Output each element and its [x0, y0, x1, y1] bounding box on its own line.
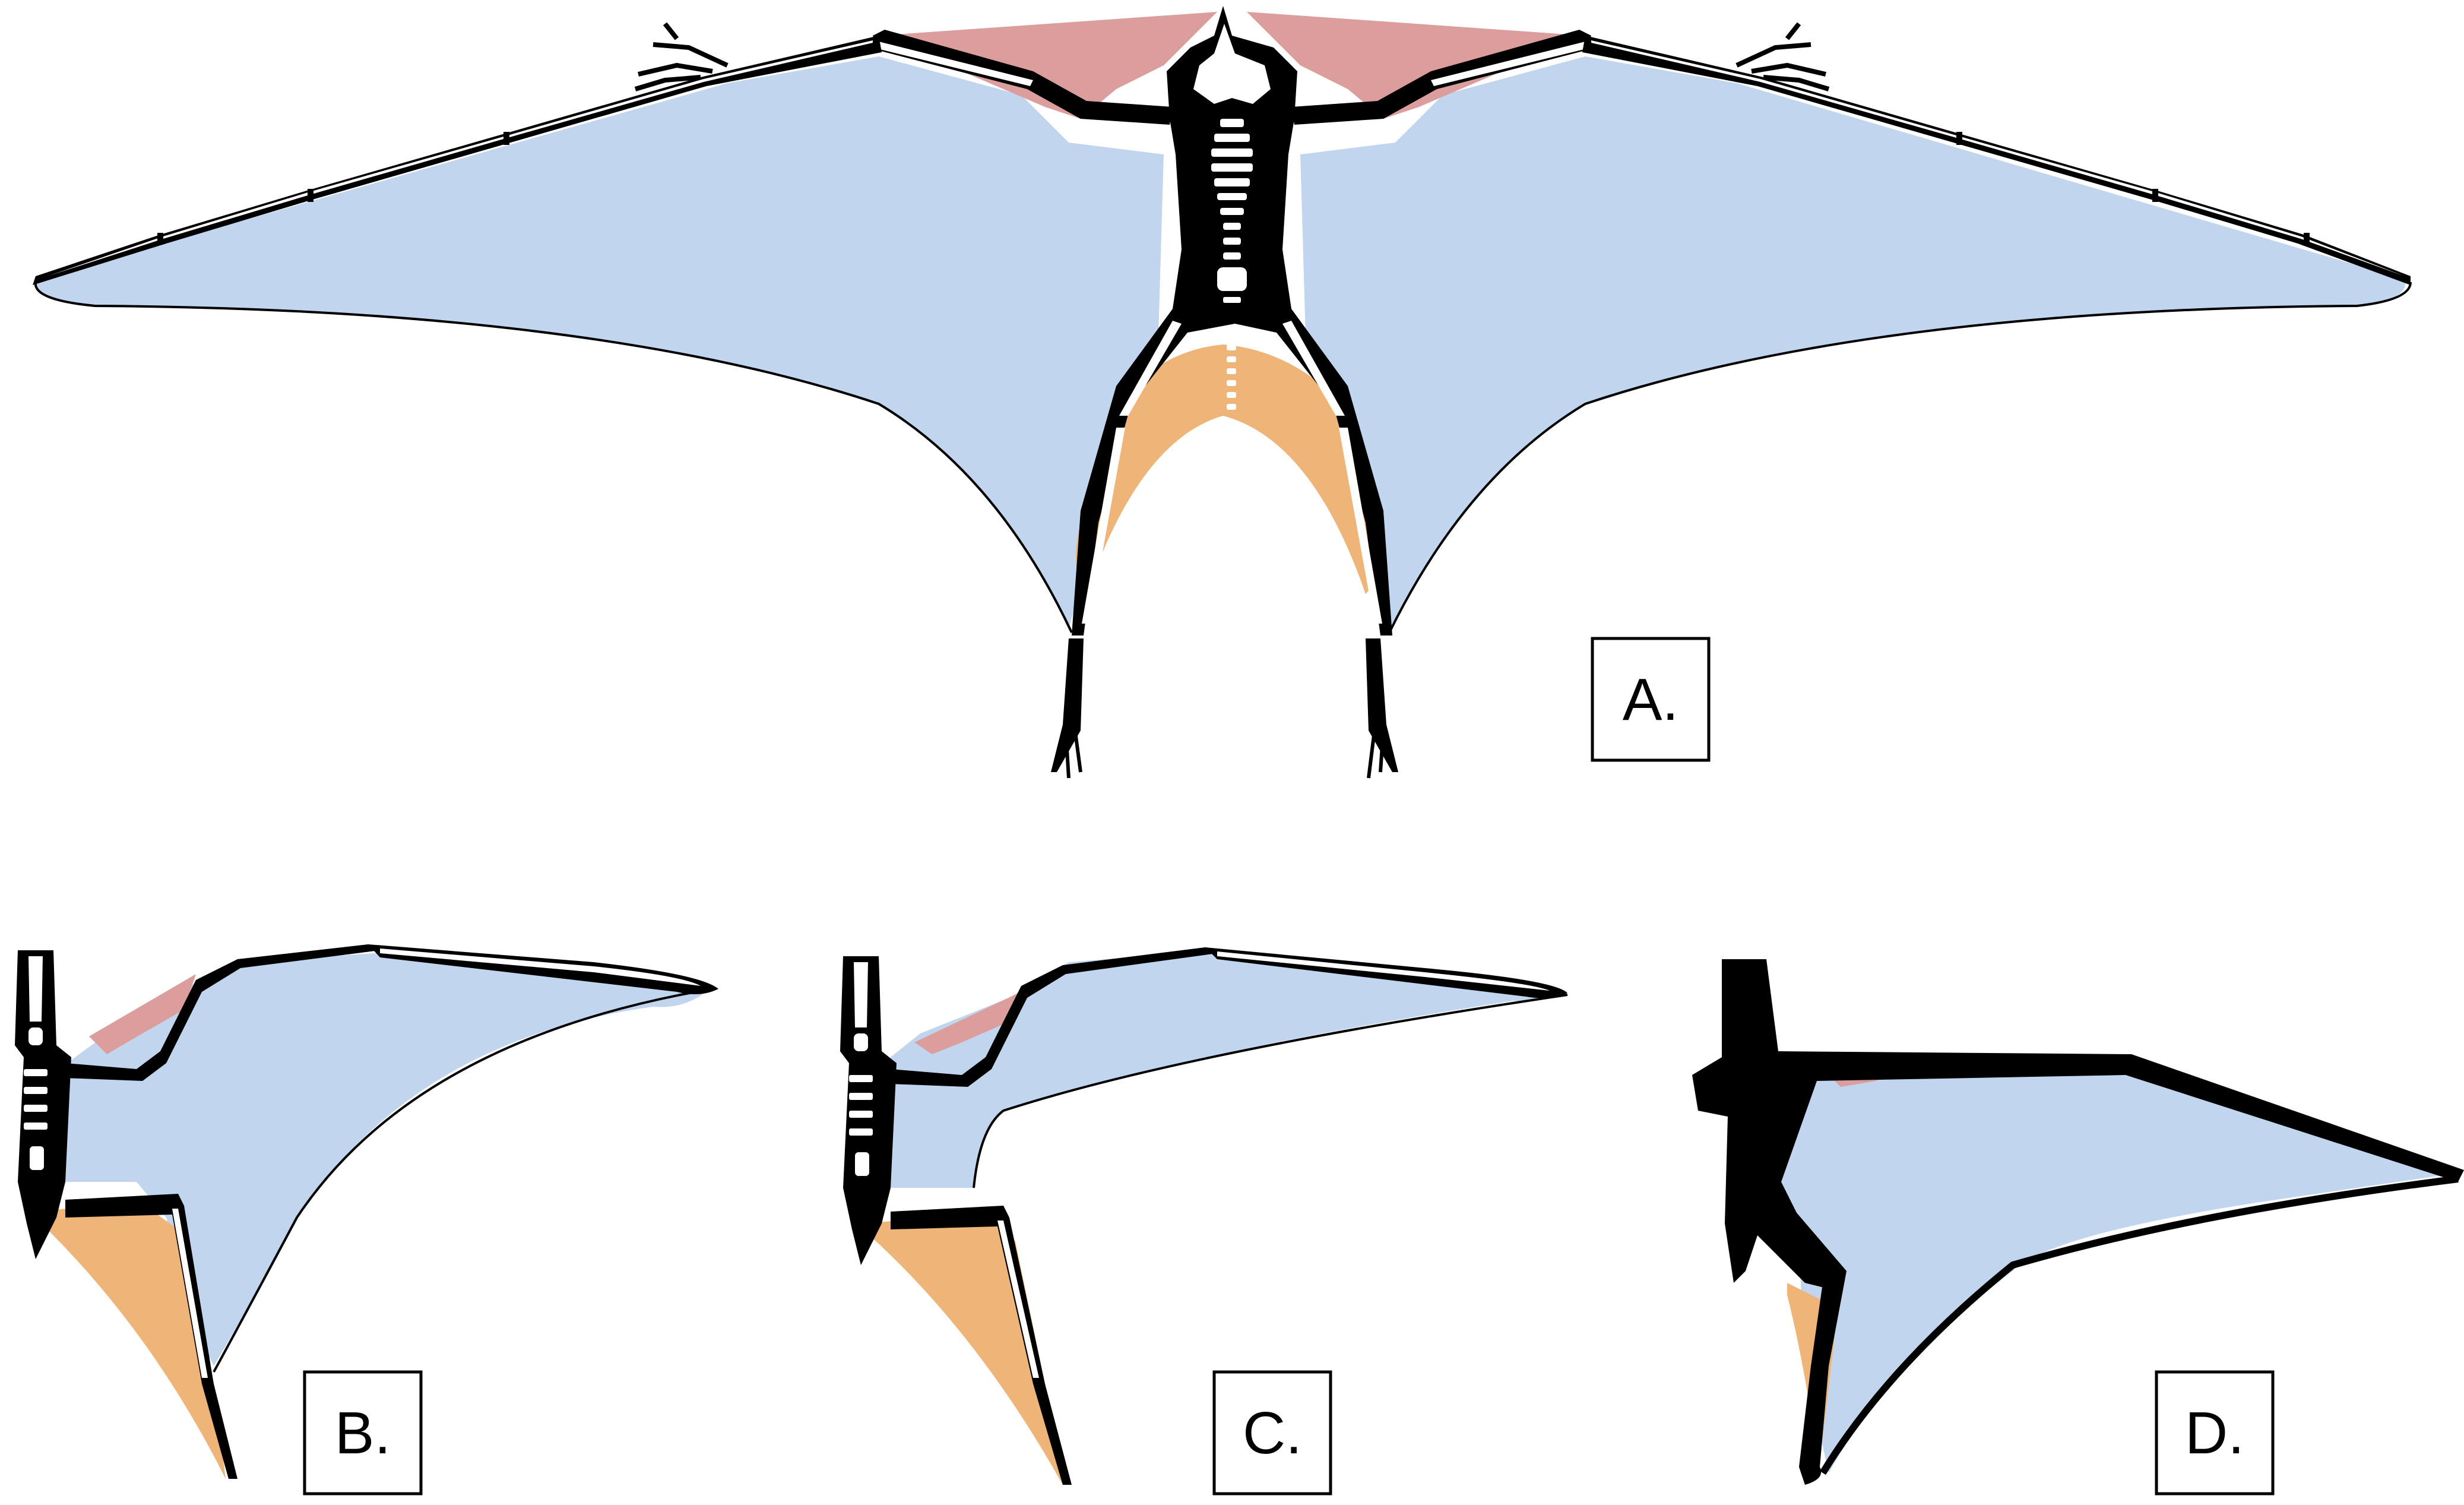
panel-b-arm — [65, 944, 380, 1081]
panel-c-leg-bone — [997, 1221, 1039, 1378]
panel-c: C. — [840, 947, 1568, 1495]
panel-c-vertebrae — [849, 1033, 873, 1176]
panel-d-wing-membrane — [1775, 1063, 2458, 1473]
panel-a-skull — [1193, 24, 1271, 104]
panel-c-label-text: C. — [1243, 1400, 1302, 1466]
panel-c-leg — [891, 1206, 1072, 1485]
panel-b-propatagium — [89, 974, 196, 1054]
panel-a-right-hand — [1735, 22, 1830, 91]
panel-a-left-femur — [1119, 321, 1182, 416]
panel-a-uropatagium — [1076, 344, 1382, 594]
panel-c-trailing-edge — [973, 994, 1568, 1188]
panel-c-arm — [891, 947, 1217, 1087]
panel-a-label-text: A. — [1623, 666, 1678, 733]
panel-c-label: C. — [1212, 1370, 1332, 1495]
panel-b-wing-finger-bone — [380, 948, 701, 986]
panel-c-wing-membrane — [891, 950, 1562, 1188]
panel-a-torso — [1072, 6, 1392, 635]
panel-c-neck-bones — [854, 962, 868, 1027]
panel-a-left-tibia — [1082, 428, 1125, 624]
panel-a-wing-finger-joints — [157, 132, 2310, 245]
panel-a-spine — [1211, 119, 1253, 410]
panel-b-label-text: B. — [335, 1400, 391, 1466]
panel-d-label: D. — [2155, 1370, 2275, 1495]
panel-a-left-propatagium — [879, 12, 1217, 119]
panel-b-label: B. — [303, 1370, 423, 1495]
panel-a-label: A. — [1591, 637, 1711, 762]
panel-d-trailing-edge — [1819, 1175, 2459, 1475]
panel-a: A. — [33, 6, 2412, 779]
panel-a-right-propatagium — [1247, 12, 1585, 119]
panel-a-right-arm — [1291, 30, 1591, 125]
panel-b-uropatagium — [42, 1200, 226, 1479]
panel-a-right-femur — [1282, 321, 1345, 416]
panel-a-left-wing-membrane — [35, 56, 1164, 630]
panel-d-leg — [1757, 1188, 1847, 1485]
panel-a-right-trailing-edge — [1388, 282, 2412, 633]
panel-d: D. — [1692, 959, 2464, 1495]
panel-b-vertebrae — [24, 1027, 47, 1170]
panel-a-left-foot — [1051, 638, 1084, 779]
panel-a-right-foot — [1366, 638, 1398, 779]
panel-a-left-trailing-edge — [34, 282, 1073, 633]
panel-a-right-wing-finger — [1582, 36, 2411, 285]
panel-d-body — [1692, 959, 2464, 1289]
panel-a-left-hand — [634, 22, 729, 91]
panel-c-propatagium — [914, 989, 1027, 1054]
panel-a-left-arm — [873, 30, 1173, 125]
panel-b: B. — [15, 944, 718, 1495]
panel-a-left-wing-finger — [33, 36, 882, 285]
panel-a-right-wing-membrane — [1300, 56, 2405, 630]
panel-b-leg-bone — [172, 1209, 208, 1378]
panel-c-wing-finger-bone — [1217, 951, 1550, 991]
panel-b-leg — [65, 1194, 237, 1479]
panel-d-label-text: D. — [2185, 1400, 2244, 1466]
panel-b-trailing-edge — [213, 988, 713, 1373]
panel-a-right-radius — [1431, 42, 1586, 86]
panel-a-right-tibia — [1339, 428, 1382, 624]
panel-b-neck-bones — [28, 956, 43, 1022]
panel-a-left-radius — [878, 42, 1033, 86]
panel-b-wing-membrane — [59, 953, 712, 1366]
